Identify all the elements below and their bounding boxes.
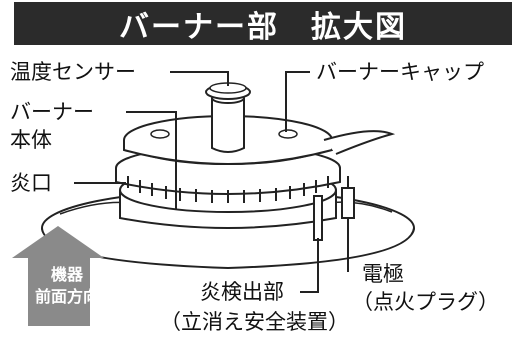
electrode: [341, 176, 355, 219]
front-direction-line2: 前面方向: [34, 286, 99, 306]
leader-lines: [74, 71, 349, 293]
label-flame-detector-2: （立消え安全装置）: [160, 310, 349, 334]
temperature-sensor: [205, 82, 251, 153]
label-burner-body-2: 本体: [10, 128, 52, 152]
front-direction-label: 機器 前面方向: [32, 264, 102, 307]
label-electrode-1: 電極: [362, 262, 404, 286]
label-flame-detector-1: 炎検出部: [200, 280, 284, 304]
label-burner-cap: バーナーキャップ: [316, 60, 484, 84]
diagram-title: バーナー部 拡大図: [14, 2, 512, 45]
label-flame-port: 炎口: [10, 171, 52, 195]
label-electrode-2: （点火プラグ）: [352, 290, 499, 314]
front-direction-line1: 機器: [50, 265, 83, 284]
stove-top-plate-edge: [41, 227, 415, 270]
label-temperature-sensor: 温度センサー: [10, 60, 136, 84]
flame-detector: [313, 195, 323, 241]
front-direction-arrow: [12, 226, 104, 326]
burner-cap: [123, 115, 396, 165]
label-burner-body-1: バーナー: [10, 100, 94, 124]
